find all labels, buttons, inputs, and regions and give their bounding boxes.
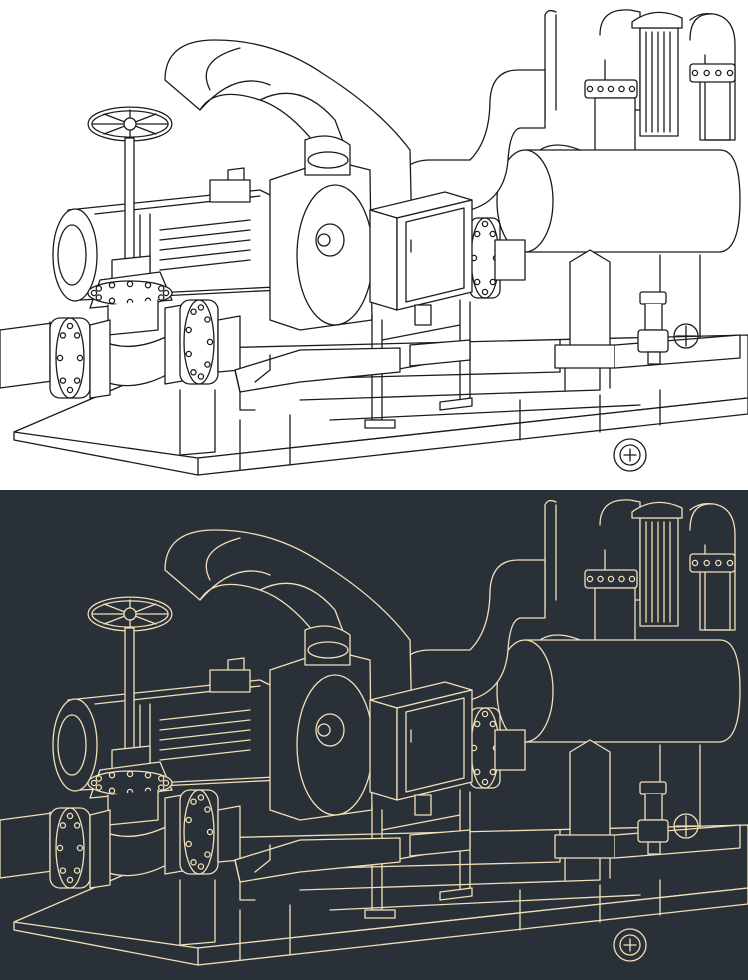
pump-base-skid xyxy=(234,829,471,901)
gate-valve-handwheel xyxy=(87,106,173,142)
back-right-pipes xyxy=(544,9,736,154)
outlet-flange-front xyxy=(164,299,241,456)
gate-valve-body xyxy=(87,271,176,387)
inlet-pipe-left xyxy=(0,807,111,889)
small-valve xyxy=(637,291,699,365)
inlet-pipe-left xyxy=(0,317,111,399)
big-vessel xyxy=(496,144,741,391)
pump-casing xyxy=(269,135,374,331)
outlet-flange-front xyxy=(164,789,241,946)
back-right-pipes xyxy=(544,499,736,644)
blueprint-panel-dark xyxy=(0,490,748,980)
small-valve xyxy=(637,781,699,855)
front-gauge xyxy=(613,438,647,472)
pump-casing xyxy=(269,625,374,821)
gate-valve-body xyxy=(87,761,176,877)
control-box xyxy=(364,191,473,429)
pump-base-skid xyxy=(234,339,471,411)
front-gauge xyxy=(613,928,647,962)
right-flange-coupling xyxy=(469,217,526,299)
gate-valve-handwheel xyxy=(87,596,173,632)
control-box xyxy=(364,681,473,919)
right-flange-coupling xyxy=(469,707,526,789)
blueprint-panel-light xyxy=(0,9,748,476)
